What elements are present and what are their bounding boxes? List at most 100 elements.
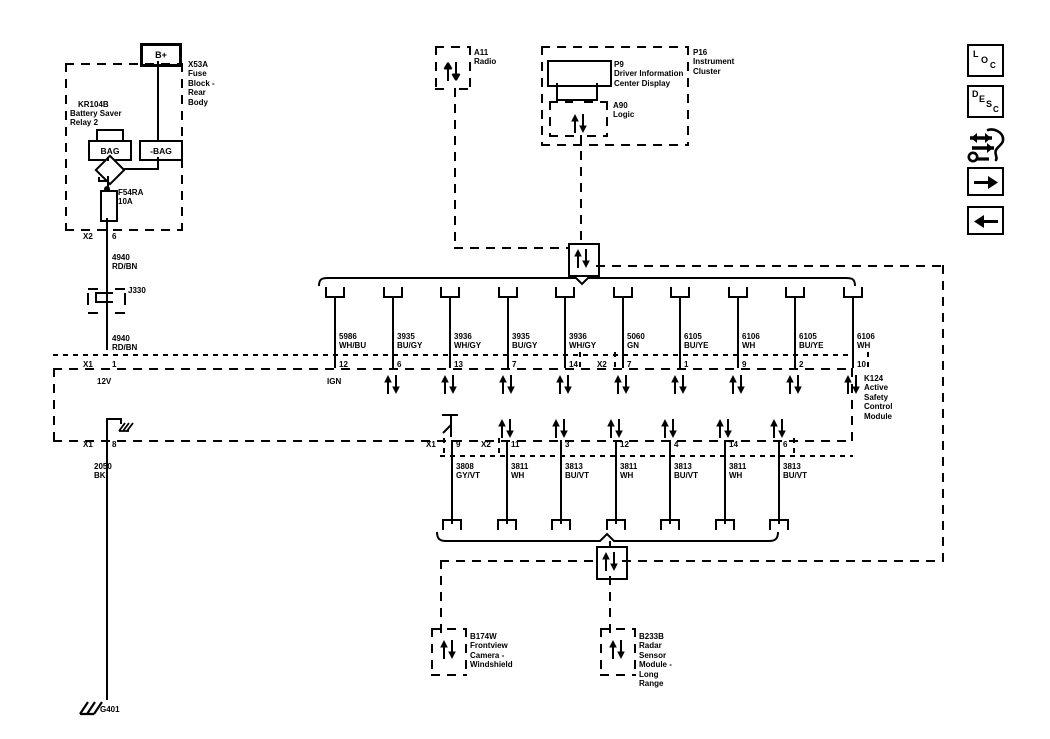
top-wire-note-0: IGN bbox=[327, 377, 342, 386]
bottom-wire-number-1: 3811 bbox=[511, 462, 529, 471]
camera-outline-left bbox=[431, 628, 433, 676]
relay-contact-neg-bag: -BAG bbox=[139, 140, 183, 161]
top-pin-label-9: 10 bbox=[857, 360, 866, 369]
top-terminal-2 bbox=[440, 287, 460, 298]
k124-connector-inner-line-top bbox=[53, 354, 853, 356]
radio-outline-bottom-left bbox=[435, 88, 449, 90]
fuse-block-outline-top bbox=[65, 63, 183, 65]
top-connector-bracket bbox=[318, 277, 856, 287]
splice-j330-bar-left bbox=[87, 293, 89, 305]
camera-outline-right bbox=[465, 628, 467, 676]
fuse-f54ra-body bbox=[100, 190, 118, 222]
splice-j330-bracket-bottom bbox=[95, 301, 113, 303]
k124-connector-inner-line-bottom bbox=[440, 455, 853, 457]
bottom-connector-divider-0 bbox=[443, 438, 445, 456]
radio-outline-left bbox=[435, 46, 437, 90]
module-label-a90: A90 Logic bbox=[613, 101, 635, 120]
top-terminal-7 bbox=[728, 287, 748, 298]
top-data-arrows-1 bbox=[384, 375, 400, 394]
top-wire-number-3: 3935 bbox=[512, 332, 530, 341]
bottom-wire-color-0: GY/VT bbox=[456, 471, 481, 480]
bottom-terminal-1 bbox=[497, 519, 517, 530]
top-data-arrows-8 bbox=[786, 375, 802, 394]
wire-top-right-run bbox=[596, 265, 944, 267]
bottom-wire-6 bbox=[778, 440, 780, 524]
bottom-wire-color-1: WH bbox=[511, 471, 525, 480]
locate-button[interactable]: L O C bbox=[967, 44, 1004, 77]
wire-diamond-to-fuse bbox=[107, 176, 109, 190]
bottom-wire-color-5: WH bbox=[729, 471, 743, 480]
splice-j330-bottom-left bbox=[88, 312, 98, 314]
description-button[interactable]: D E S C bbox=[967, 85, 1004, 118]
bottom-pin-label-2: 3 bbox=[565, 440, 570, 449]
logic-outline-right bbox=[606, 101, 608, 137]
bottom-wire-color-4: BU/VT bbox=[674, 471, 698, 480]
wire-ground-internal bbox=[106, 418, 108, 440]
bottom-terminal-4 bbox=[660, 519, 680, 530]
bottom-pin-label-3: 12 bbox=[620, 440, 629, 449]
pin-label-x2-6: 6 bbox=[112, 232, 117, 241]
desc-label-d: D bbox=[972, 89, 979, 99]
bottom-connector-divider-1 bbox=[498, 438, 500, 456]
ground-code-g401: G401 bbox=[100, 705, 120, 714]
previous-page-button[interactable] bbox=[967, 206, 1004, 235]
wire-2050-bk bbox=[106, 440, 108, 700]
chassis-ground-symbol-internal bbox=[118, 422, 134, 432]
arrow-right-icon bbox=[974, 176, 998, 189]
test-point-hook-tick bbox=[98, 177, 100, 182]
bottom-data-arrows-5 bbox=[716, 419, 732, 438]
desc-label-s: S bbox=[986, 99, 993, 109]
connector-label-x2-power: X2 bbox=[83, 232, 93, 241]
top-connector-divider-end bbox=[867, 352, 869, 369]
top-pin-label-1: 6 bbox=[397, 360, 402, 369]
serial-data-link-top bbox=[568, 243, 600, 277]
top-wire-number-0: 5986 bbox=[339, 332, 357, 341]
wire-bus-to-bottom-link bbox=[609, 541, 611, 547]
wire-color-4940-upper: RD/BN bbox=[112, 262, 138, 271]
wire-bottomlink-right-run bbox=[622, 560, 944, 562]
ground-hook-leg bbox=[120, 418, 122, 424]
module-label-x53a: X53A Fuse Block - Rear Body bbox=[188, 60, 215, 107]
top-pin-label-0: 12 bbox=[339, 360, 348, 369]
logic-outline-bottom-left bbox=[549, 135, 575, 137]
top-terminal-1 bbox=[383, 287, 403, 298]
relay-code-label: KR104B bbox=[78, 100, 109, 109]
relay-coil-leg-right bbox=[122, 129, 124, 141]
bottom-terminal-2 bbox=[551, 519, 571, 530]
relay-coil-leg-left bbox=[96, 129, 98, 141]
bottom-wire-number-5: 3811 bbox=[729, 462, 747, 471]
top-data-arrows-4 bbox=[556, 375, 572, 394]
top-pin-label-5: 7 bbox=[627, 360, 632, 369]
cluster-outline-top bbox=[541, 46, 689, 48]
wire-number-4940-lower: 4940 bbox=[112, 334, 130, 343]
bottom-pin-label-6: 6 bbox=[783, 440, 788, 449]
wire-color-bk: BK bbox=[94, 471, 106, 480]
arrows-wrench-icon[interactable] bbox=[962, 126, 1010, 166]
top-wire-color-0: WH/BU bbox=[339, 341, 367, 350]
logic-outline-top-left bbox=[549, 101, 573, 103]
top-pin-label-4: 14 bbox=[569, 360, 578, 369]
next-page-button[interactable] bbox=[967, 167, 1004, 196]
splice-j330-bracket-leftleg bbox=[95, 292, 97, 303]
top-wire-color-5: GN bbox=[627, 341, 639, 350]
voltage-label-12v: 12V bbox=[97, 377, 112, 386]
arrow-left-icon bbox=[974, 215, 998, 228]
top-wire-5 bbox=[622, 296, 624, 368]
bidirectional-data-arrows-logic bbox=[571, 114, 587, 133]
top-wire-number-9: 6106 bbox=[857, 332, 875, 341]
fuse-rating-label: 10A bbox=[118, 197, 133, 206]
bottom-wire-4 bbox=[669, 440, 671, 524]
module-label-p9: P9 Driver Information Center Display bbox=[614, 60, 684, 88]
bidirectional-data-arrows-radio bbox=[443, 62, 461, 81]
bottom-wire-color-3: WH bbox=[620, 471, 634, 480]
ground-hook-top bbox=[106, 418, 122, 420]
k124-outline-left bbox=[53, 368, 55, 442]
top-wire-number-5: 5060 bbox=[627, 332, 645, 341]
top-pin-label-7: 9 bbox=[742, 360, 747, 369]
wire-negbag-to-diamond bbox=[118, 168, 159, 170]
fuse-block-outline-bottom bbox=[65, 229, 183, 231]
pin-label-x1-1: 1 bbox=[112, 360, 117, 369]
bottom-shield-symbol-0 bbox=[442, 414, 458, 437]
top-wire-1 bbox=[392, 296, 394, 368]
